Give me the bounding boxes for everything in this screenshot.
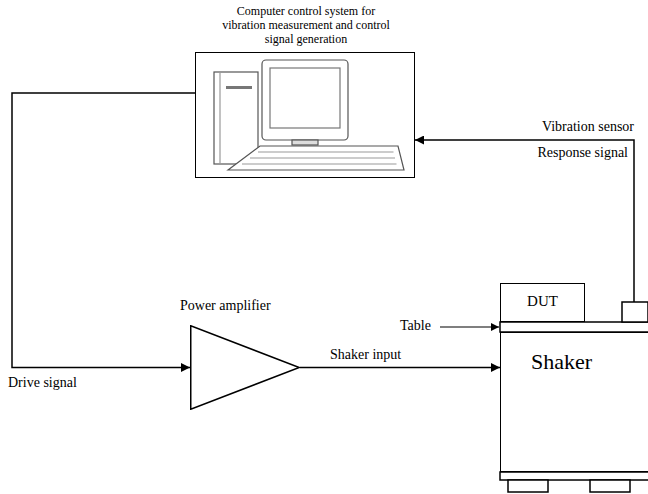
computer-keyboard [228,146,404,170]
signal-label: Drive signal [8,375,77,391]
computer-monitor [262,60,348,140]
shaker-base [500,472,648,480]
power-amplifier: Power amplifier [190,325,300,410]
table-label: Table [400,318,431,334]
sensor-label: Vibration sensor [542,119,634,135]
amplifier-label: Power amplifier [180,298,310,314]
shaker-box: Shaker [500,332,648,472]
table-leader [440,326,499,327]
signal-connector [415,140,634,332]
computer-heading: Computer control system for vibration me… [216,5,396,46]
vibration-sensor [622,302,648,322]
computer-system-box: Computer control system for vibration me… [195,52,415,178]
shaker-foot [590,480,630,492]
signal-label: Shaker input [330,347,401,363]
amplifier-triangle [190,325,300,410]
computer-tower [214,72,258,164]
signal-connector [300,367,500,369]
dut-label: DUT [501,284,584,310]
shaker-foot [508,480,548,492]
shaker-label: Shaker [501,333,648,374]
dut-box: DUT [500,283,585,322]
signal-connector [12,93,195,368]
response-signal-label: Response signal [537,145,628,161]
amplifier-triangle [191,326,300,410]
shaker-table [500,322,648,332]
